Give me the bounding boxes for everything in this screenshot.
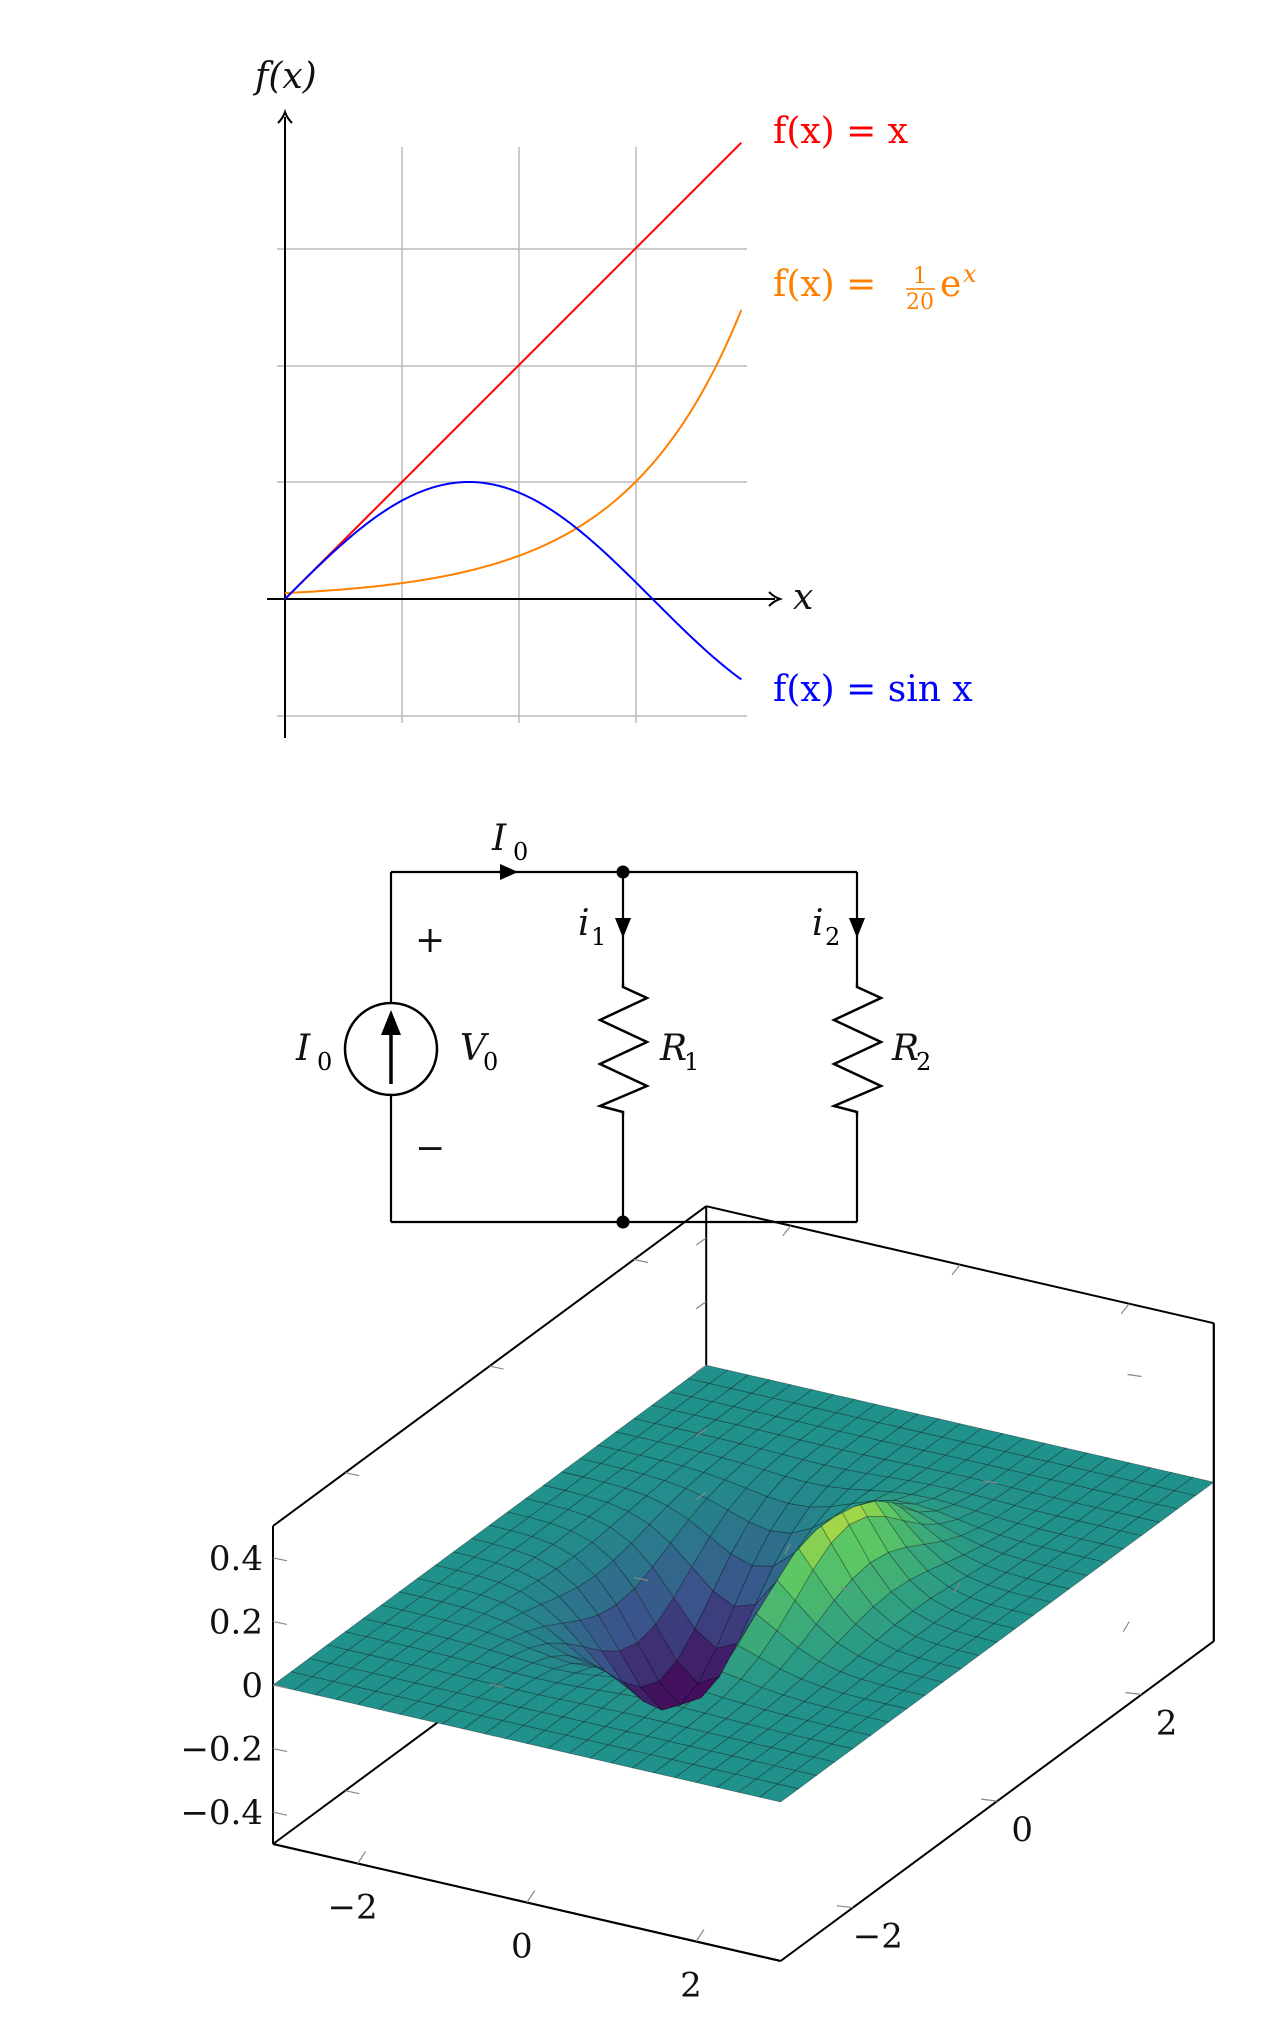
minus-sign: −: [415, 1128, 445, 1169]
source-current-label: I 0: [295, 1028, 332, 1076]
svg-text:2: 2: [825, 923, 840, 951]
svg-text:R: R: [891, 1028, 919, 1069]
function-plot: f(x) x f(x) = x f(x) = 1 20 e x f(x) = s…: [252, 56, 977, 738]
bottom-node: [616, 1215, 630, 1229]
exp-label-exponent: x: [963, 260, 977, 288]
surface-facet: [835, 1398, 877, 1419]
svg-text:1: 1: [684, 1048, 699, 1076]
branch-current-label: I 0: [491, 818, 528, 866]
x-tick-label: 2: [680, 1966, 702, 2006]
svg-text:I: I: [491, 818, 507, 859]
i1-arrow: [615, 918, 631, 938]
plot-curves: [284, 141, 743, 681]
z-tick-label: −0.4: [180, 1793, 263, 1833]
surface-facet: [1067, 1452, 1109, 1472]
surface-facet: [962, 1428, 1004, 1448]
svg-text:0: 0: [513, 838, 528, 866]
surface-facet: [750, 1379, 792, 1399]
svg-text:V: V: [460, 1028, 490, 1069]
svg-text:R: R: [659, 1028, 687, 1069]
svg-text:2: 2: [916, 1048, 931, 1076]
surface-ticks: 0.4 0.2 0 −0.2 −0.4 −2 0 2 −2 0 2: [180, 1225, 1178, 2006]
y-tick-label: 2: [1156, 1704, 1178, 1744]
surface-plot: 0.4 0.2 0 −0.2 −0.4 −2 0 2 −2 0 2: [180, 1205, 1215, 2006]
y-tick-label: −2: [853, 1917, 903, 1957]
svg-text:0: 0: [483, 1048, 498, 1076]
svg-text:i: i: [578, 903, 590, 944]
y-tick-label: 0: [1011, 1810, 1033, 1850]
surface-facet: [919, 1418, 961, 1438]
y-axis-label: f(x): [252, 56, 317, 97]
exp-label-numerator: 1: [913, 264, 927, 289]
svg-text:0: 0: [317, 1048, 332, 1076]
plus-sign: +: [415, 920, 445, 961]
linear-curve: [284, 141, 743, 600]
i1-label: i 1: [578, 903, 606, 951]
branch-current-arrow: [500, 864, 518, 880]
exp-label-denominator: 20: [906, 290, 934, 315]
plot-axes: [267, 108, 784, 738]
circuit-diagram: I 0 I 0 V 0 + − i 1 i 2 R 1 R 2: [295, 818, 931, 1229]
surface-facet: [1004, 1437, 1046, 1457]
x-tick-label: −2: [328, 1888, 378, 1928]
sine-curve-label: f(x) = sin x: [773, 669, 973, 710]
x-tick-label: 0: [511, 1927, 533, 1967]
z-tick-label: −0.2: [180, 1730, 263, 1770]
x-axis-label: x: [793, 577, 813, 618]
svg-text:1: 1: [591, 923, 606, 951]
z-tick-label: 0.4: [209, 1539, 263, 1579]
z-tick-label: 0: [241, 1666, 263, 1706]
i2-arrow: [849, 918, 865, 938]
exp-label-prefix: f(x) =: [773, 264, 876, 305]
surface-facet: [1046, 1447, 1088, 1467]
r1-label: R 1: [659, 1028, 699, 1076]
surface-facet: [1089, 1457, 1131, 1477]
resistor-r1: [596, 983, 651, 1115]
voltage-label: V 0: [460, 1028, 498, 1076]
svg-text:I: I: [295, 1028, 311, 1069]
svg-text:i: i: [812, 903, 824, 944]
r2-label: R 2: [891, 1028, 931, 1076]
exp-curve-label: f(x) = 1 20 e x: [773, 260, 977, 315]
i2-label: i 2: [812, 903, 840, 951]
resistor-r2: [830, 983, 885, 1115]
plot-grid: [277, 147, 747, 723]
surface-facet: [983, 1432, 1025, 1453]
top-node: [616, 865, 630, 879]
exp-label-e: e: [940, 264, 961, 305]
linear-curve-label: f(x) = x: [773, 111, 908, 152]
surface-facet: [708, 1369, 750, 1389]
sine-curve: [284, 480, 742, 681]
current-source: [343, 1001, 439, 1097]
surface-mesh: [272, 1364, 1215, 1803]
z-tick-label: 0.2: [209, 1602, 263, 1642]
exp-curve: [284, 309, 743, 595]
